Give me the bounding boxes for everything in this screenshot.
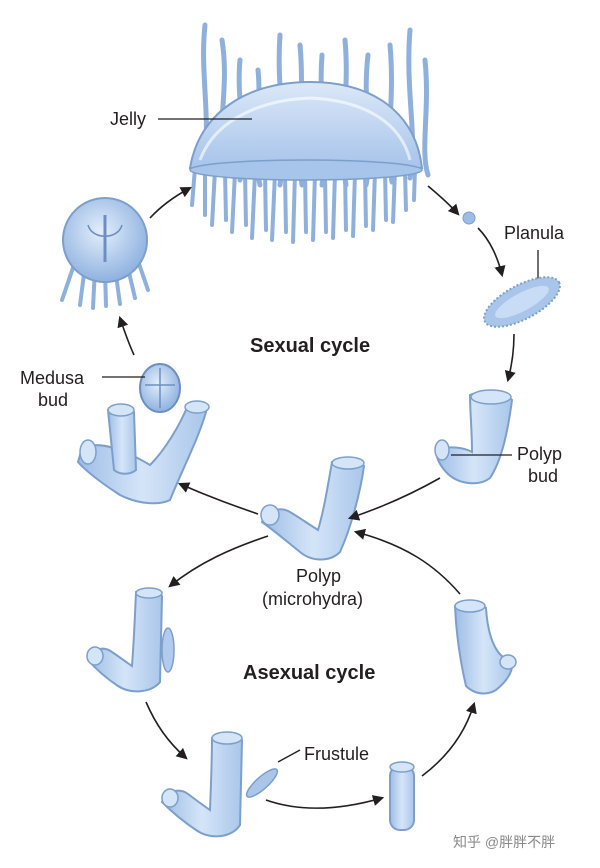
- arrow-left-to-bottom: [145, 701, 188, 760]
- young-polyp-illustration: [389, 761, 415, 831]
- cycle-arrows: [117, 185, 516, 809]
- jelly-illustration: [188, 22, 431, 244]
- asexual-bottom-polyp-illustration: [160, 731, 244, 838]
- medusa-bud-label-line2: bud: [38, 390, 68, 410]
- arrow-young-to-right: [421, 701, 477, 777]
- polyp-bud-illustration: [434, 389, 514, 485]
- arrow-medusa-bud-to-medusa: [117, 315, 135, 356]
- central-polyp-illustration: [260, 456, 366, 561]
- medusa-illustration: [60, 197, 150, 310]
- arrow-polyp-to-medusa-bud: [177, 482, 259, 515]
- frustule-leader-line: [277, 749, 301, 763]
- polyp-bud-label-line2: bud: [528, 466, 558, 486]
- planula-label: Planula: [504, 223, 565, 243]
- polyp-bud-label-line1: Polyp: [517, 444, 562, 464]
- watermark: 知乎 @胖胖不胖: [453, 834, 555, 850]
- polyp-label-line2: (microhydra): [262, 589, 363, 609]
- planula-illustration: [483, 276, 561, 328]
- arrow-right-to-polyp: [353, 528, 461, 595]
- medusa-bud-label-line1: Medusa: [20, 368, 85, 388]
- arrow-planula-to-polyp-bud: [504, 333, 516, 383]
- jelly-label: Jelly: [110, 109, 146, 129]
- asexual-right-polyp-illustration: [453, 599, 517, 695]
- arrow-jelly-to-egg: [427, 185, 460, 216]
- frustule-illustration: [245, 768, 279, 798]
- polyp-label-line1: Polyp: [296, 566, 341, 586]
- arrow-egg-to-planula: [477, 227, 506, 278]
- medusa-bud-polyp-illustration: [76, 363, 210, 505]
- sexual-cycle-label: Sexual cycle: [250, 335, 370, 357]
- frustule-label: Frustule: [304, 744, 369, 764]
- jelly-bell: [188, 80, 424, 169]
- arrow-polyp-bud-to-polyp: [347, 477, 441, 521]
- egg-dot: [462, 211, 476, 225]
- arrow-frustule-to-young: [265, 795, 385, 809]
- arrow-polyp-to-asexual-left: [168, 535, 269, 588]
- arrow-medusa-to-jelly: [149, 186, 192, 219]
- asexual-cycle-label: Asexual cycle: [243, 662, 375, 684]
- jelly-tentacles-lower: [190, 166, 417, 244]
- asexual-left-polyp-illustration: [86, 587, 175, 693]
